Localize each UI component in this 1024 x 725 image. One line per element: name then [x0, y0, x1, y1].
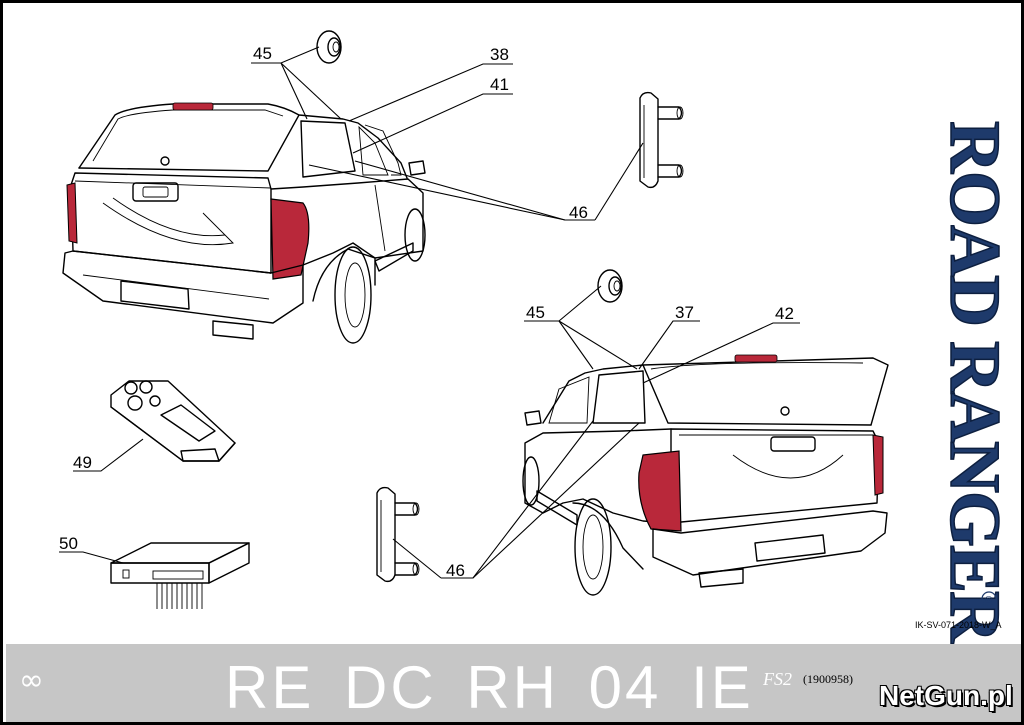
label-38: 38: [490, 45, 509, 64]
parts-diagram: .ln { fill:none; stroke:#000; stroke-wid…: [59, 30, 1016, 645]
footer-bar: [6, 644, 1021, 722]
road-ranger-logo: ROAD RANGER ®: [934, 120, 1016, 645]
registered-mark: ®: [985, 595, 993, 606]
watermark: NetGun.pl: [879, 680, 1013, 711]
label-42: 42: [775, 304, 794, 323]
label-41: 41: [490, 75, 509, 94]
part-45-grommet-middle: [597, 269, 623, 303]
brand-text: ROAD RANGER: [935, 121, 1015, 644]
part-46-bracket-top: [639, 91, 684, 189]
document-id: IK-SV-071-2018-W_A: [915, 620, 1002, 630]
part-50-module: [110, 542, 250, 609]
part-45-grommet-top: [316, 30, 342, 64]
label-45-top: 45: [253, 44, 272, 63]
fs-label: FS2: [763, 669, 792, 689]
label-45-middle: 45: [526, 303, 545, 322]
label-46-bottom: 46: [446, 561, 465, 580]
label-37: 37: [675, 303, 694, 322]
product-code: RE DC RH 04 IE: [225, 654, 754, 721]
loop-symbol: ∞: [19, 663, 44, 698]
pickup-rear-right-view: [522, 354, 889, 596]
part-46-bracket-bottom: [376, 486, 420, 583]
part-49-template: [110, 380, 236, 462]
label-46-top: 46: [569, 203, 588, 222]
fs-number: (1900958): [803, 672, 853, 686]
label-49: 49: [73, 453, 92, 472]
pickup-rear-left-view: [62, 102, 426, 344]
leader-lines: [59, 46, 800, 579]
label-50: 50: [59, 534, 78, 553]
